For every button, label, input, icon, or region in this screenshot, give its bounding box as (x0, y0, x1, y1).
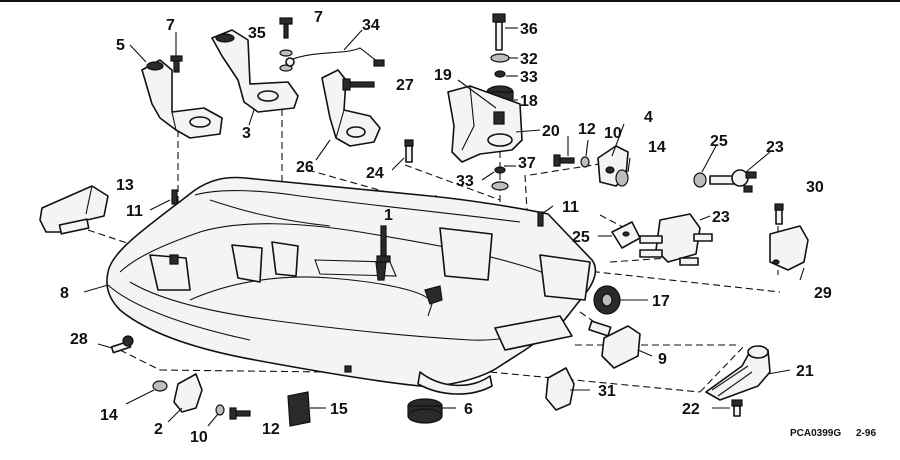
callout-31: 31 (598, 383, 616, 400)
callout-24: 24 (366, 165, 384, 182)
ground-wire-34 (285, 47, 385, 67)
bracket-2 (173, 373, 203, 413)
callout-14-upper: 14 (648, 139, 666, 156)
callout-28: 28 (70, 331, 88, 348)
lower-cowl-8 (106, 176, 597, 395)
bracket-29 (769, 225, 809, 271)
callout-30: 30 (806, 179, 824, 196)
callout-23-upper: 23 (766, 139, 784, 156)
bolt-36 (492, 13, 506, 51)
callout-10-lower: 10 (190, 429, 208, 446)
cap-15 (287, 391, 311, 427)
nut-33-lower (494, 166, 506, 174)
mount-bracket-5 (141, 59, 223, 139)
linkage-21 (705, 345, 771, 401)
callout-26: 26 (296, 159, 314, 176)
callout-3: 3 (242, 125, 251, 142)
callout-1: 1 (384, 207, 393, 224)
figure-code: PCA0399G (790, 428, 841, 439)
screw-27 (342, 78, 375, 91)
callout-21: 21 (796, 363, 814, 380)
callout-11-right: 11 (562, 199, 579, 216)
grommet-17 (593, 285, 621, 315)
callout-35: 35 (248, 25, 266, 42)
callout-2: 2 (154, 421, 163, 438)
washer-14-upper (615, 169, 629, 187)
callout-11-left: 11 (126, 203, 143, 220)
callout-33-lower: 33 (456, 173, 474, 190)
screw-24 (404, 139, 414, 163)
callout-20: 20 (542, 123, 560, 140)
callout-23-lower: 23 (712, 209, 730, 226)
callout-14-lower: 14 (100, 407, 118, 424)
screw-12-upper (553, 154, 575, 167)
screw-30 (774, 203, 784, 225)
callout-22: 22 (682, 401, 700, 418)
washer-14-lower (152, 380, 168, 392)
callout-9: 9 (658, 351, 667, 368)
callout-29: 29 (814, 285, 832, 302)
leader-lines (83, 27, 805, 427)
fitting-23-upper (709, 169, 757, 193)
plate-25-lower (611, 221, 641, 249)
callout-19: 19 (434, 67, 452, 84)
callout-labels: 7 35 7 34 36 5 32 27 33 19 18 4 12 10 20… (60, 9, 832, 446)
callout-6: 6 (464, 401, 473, 418)
callout-25-upper: 25 (710, 133, 728, 150)
callout-5: 5 (116, 37, 125, 54)
callout-34: 34 (362, 17, 380, 34)
callout-25-lower: 25 (572, 229, 590, 246)
callout-8: 8 (60, 285, 69, 302)
callout-13: 13 (116, 177, 134, 194)
handle-9 (588, 320, 641, 369)
figure-date: 2-96 (856, 428, 876, 439)
washer-25-upper (693, 172, 707, 188)
callout-18: 18 (520, 93, 538, 110)
screw-22 (731, 399, 743, 417)
callout-37: 37 (518, 155, 536, 172)
callout-32: 32 (520, 51, 538, 68)
callout-12-upper: 12 (578, 121, 596, 138)
callout-27: 27 (396, 77, 414, 94)
washer-10-lower (215, 404, 225, 416)
bracket-26 (321, 69, 381, 147)
nut-33-top (494, 70, 506, 78)
callout-15: 15 (330, 401, 348, 418)
callout-7-right: 7 (314, 9, 323, 26)
mount-bracket-20 (447, 85, 523, 163)
callout-36: 36 (520, 21, 538, 38)
screw-1 (376, 225, 391, 263)
mount-bracket-3 (211, 29, 299, 113)
bracket-31 (545, 367, 575, 411)
callout-12-lower: 12 (262, 421, 280, 438)
grommet-6 (407, 398, 443, 424)
washer-10-upper (580, 156, 590, 168)
handle-13 (39, 185, 109, 235)
screw-12-lower (229, 407, 251, 420)
callout-7-left: 7 (166, 17, 175, 34)
callout-10-upper: 10 (604, 125, 622, 142)
fitting-23-lower (639, 213, 713, 266)
screw-28 (110, 335, 134, 354)
screw-11-left (171, 189, 178, 205)
screw-11-right (537, 211, 544, 227)
washer-37 (491, 181, 509, 191)
screw-7-right (279, 17, 293, 39)
callout-17: 17 (652, 293, 670, 310)
callout-33-top: 33 (520, 69, 538, 86)
callout-4: 4 (644, 109, 653, 126)
washer-32 (490, 53, 510, 63)
